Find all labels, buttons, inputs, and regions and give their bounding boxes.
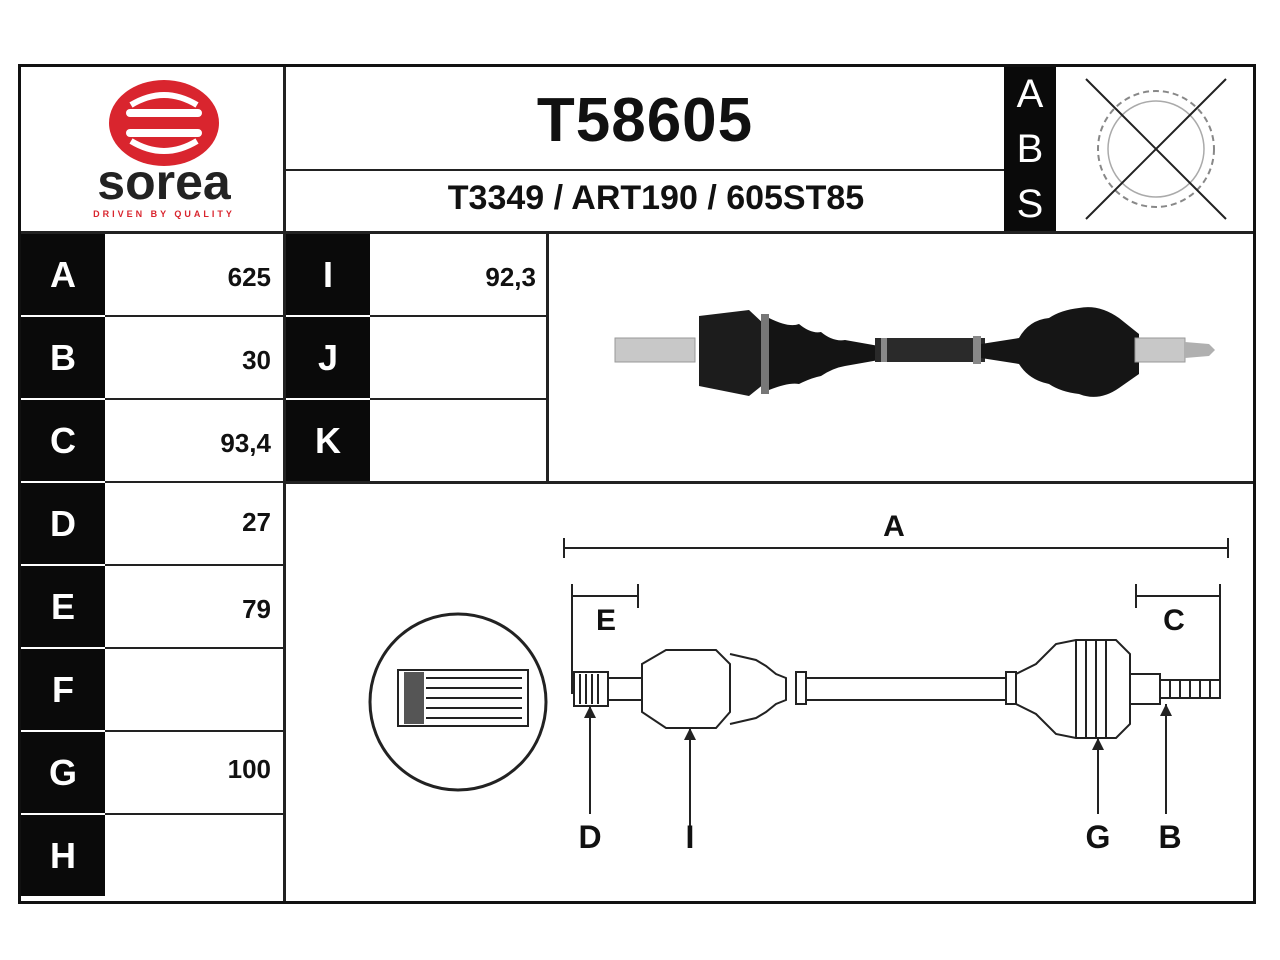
drive-shaft-photo-icon: [614, 307, 1215, 397]
dim-key-i: I: [286, 234, 370, 315]
spline-detail-icon: [368, 612, 548, 792]
dim-value-g: 100: [227, 754, 271, 784]
dim-key-k: K: [286, 400, 370, 481]
diagram-label-b: B: [1158, 819, 1181, 855]
drive-shaft-outline-icon: [573, 639, 1221, 739]
diagram-label-d: D: [578, 819, 601, 855]
cross-references: T3349 / ART190 / 605ST85: [447, 179, 865, 217]
diagram-label-g: G: [1086, 819, 1111, 855]
diagram-label-c: C: [1163, 604, 1185, 637]
abs-ring-crossed-icon: [1056, 67, 1253, 231]
dim-value-e: 79: [242, 594, 271, 624]
diagram-label-e: E: [596, 604, 616, 637]
abs-letter-a: A: [1016, 72, 1044, 117]
dim-value-a: 625: [227, 262, 271, 292]
dim-key-h: H: [21, 815, 105, 896]
dim-value-i: 92,3: [485, 262, 536, 292]
brand-logo: sorea DRIVEN BY QUALITY: [21, 67, 283, 231]
abs-letter-b: B: [1016, 126, 1044, 171]
dim-value-d: 27: [242, 507, 271, 537]
dim-value-b: 30: [242, 345, 271, 375]
dim-key-b: B: [21, 317, 105, 398]
datasheet: sorea DRIVEN BY QUALITY T58605 T3349 / A…: [18, 64, 1256, 904]
dim-key-c: C: [21, 400, 105, 481]
abs-letter-s: S: [1016, 181, 1044, 226]
dim-key-f: F: [21, 649, 105, 730]
dim-key-a: A: [21, 234, 105, 315]
part-number: T58605: [536, 86, 754, 155]
dim-key-d: D: [21, 483, 105, 564]
brand-name: sorea: [97, 154, 232, 210]
diagram-label-a: A: [883, 510, 905, 543]
dim-key-e: E: [21, 566, 105, 647]
dim-value-c: 93,4: [220, 428, 271, 458]
dim-key-g: G: [21, 732, 105, 813]
sorea-logo-icon: sorea DRIVEN BY QUALITY: [93, 80, 235, 219]
brand-tagline: DRIVEN BY QUALITY: [93, 209, 235, 219]
dim-key-j: J: [286, 317, 370, 398]
product-photo: [549, 234, 1253, 481]
diagram-label-i: I: [686, 819, 695, 855]
abs-label: A B S: [1004, 67, 1056, 231]
dimension-table-left: A 625 B 30 C 93,4 D 27 E 79 F G 100 H: [21, 234, 283, 901]
dimension-table-right: I 92,3 J K: [286, 234, 546, 483]
technical-diagram: A E C: [286, 484, 1253, 901]
